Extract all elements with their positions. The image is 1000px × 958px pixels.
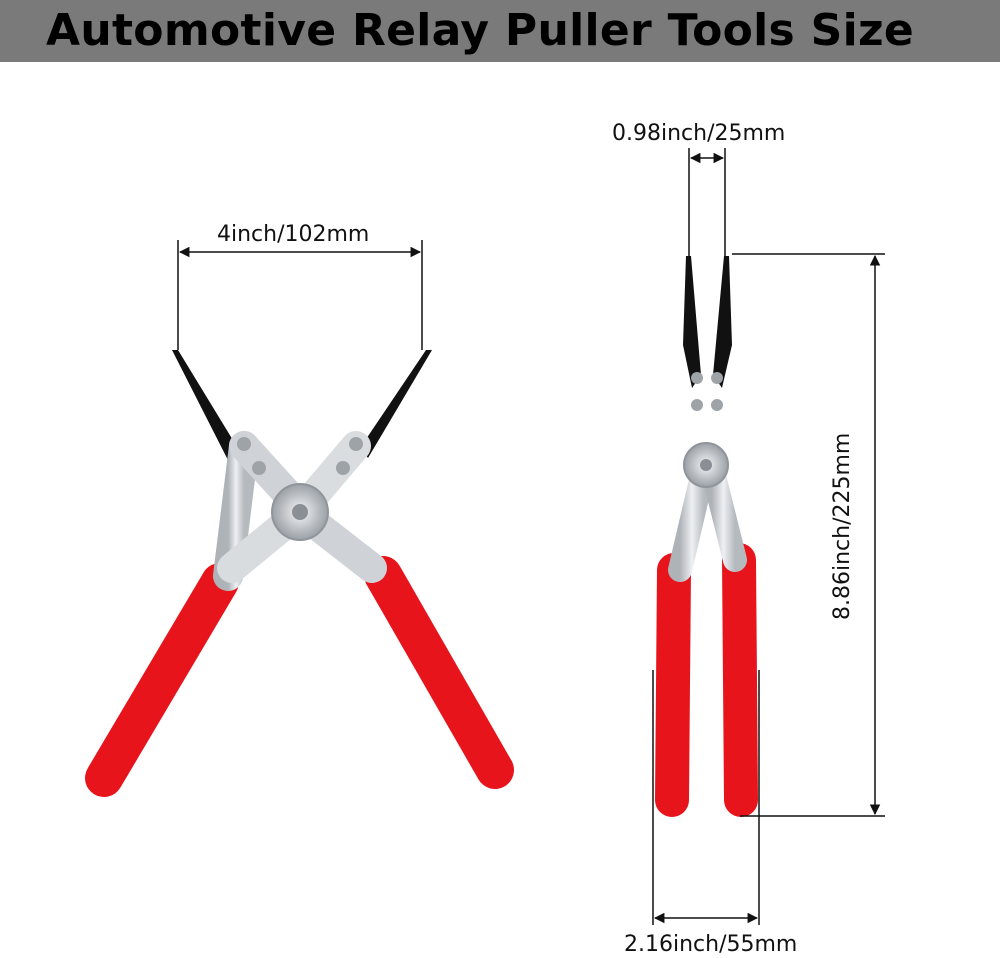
open-right-jaw — [360, 350, 432, 458]
open-left-handle — [85, 563, 239, 797]
closed-left-jaw — [683, 256, 701, 388]
page-title: Automotive Relay Puller Tools Size — [46, 5, 915, 56]
dimension-length — [732, 253, 885, 817]
handle-span-label: 2.16inch/55mm — [624, 932, 798, 957]
pliers-open-icon — [85, 350, 514, 797]
closed-left-handle — [655, 553, 691, 817]
dimension-handle-span — [652, 670, 760, 925]
tip-width-label: 0.98inch/25mm — [612, 121, 786, 146]
dimension-open-width — [177, 240, 423, 350]
open-width-label: 4inch/102mm — [217, 222, 370, 247]
pliers-closed-icon — [655, 256, 758, 817]
closed-right-handle — [722, 543, 758, 817]
closed-right-jaw — [713, 256, 732, 388]
dimension-tip-width — [688, 148, 726, 256]
open-left-jaw — [172, 350, 242, 468]
length-label: 8.86inch/225mm — [830, 432, 855, 620]
title-banner: Automotive Relay Puller Tools Size — [0, 0, 1000, 62]
open-right-handle — [364, 556, 514, 789]
